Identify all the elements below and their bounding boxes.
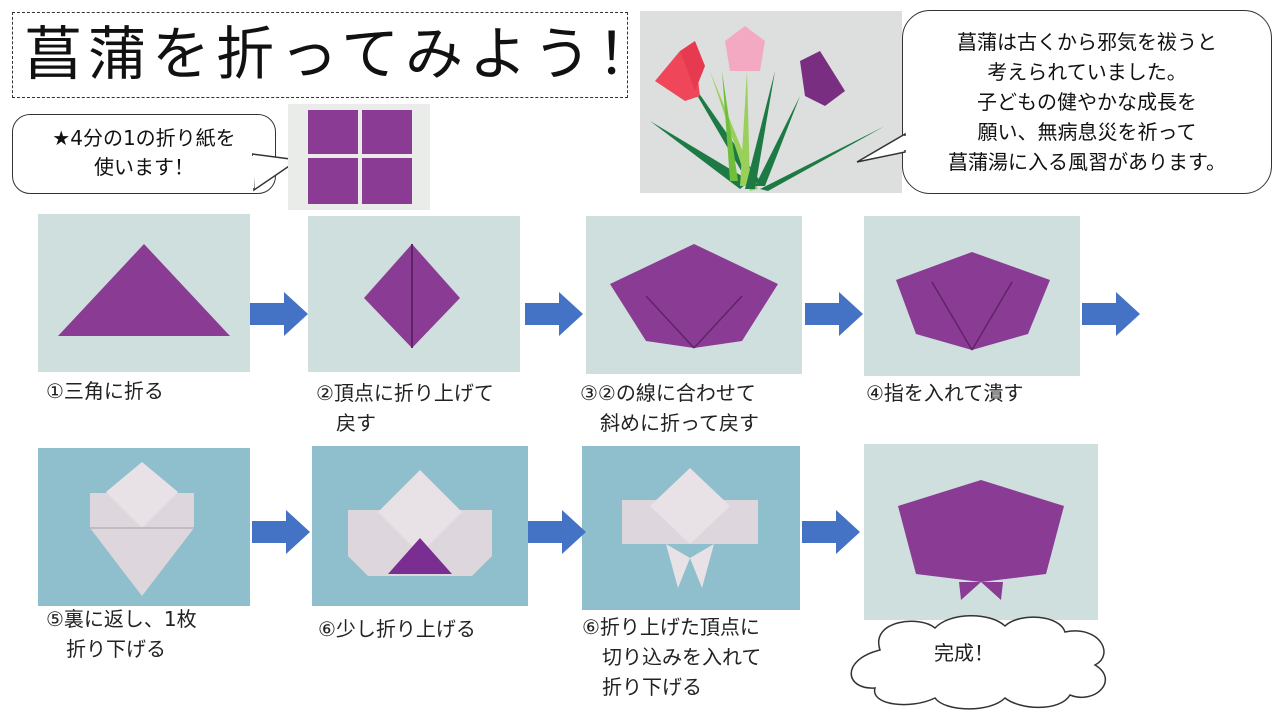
step-7-label: ⑥折り上げた頂点に 切り込みを入れて 折り下げる [582,615,762,699]
arrow-right-icon [525,292,583,336]
step-2-photo [308,216,520,372]
folded-shape [90,493,194,596]
step-4-photo [864,216,1080,376]
paper-square [362,110,412,154]
paper-square [308,158,358,204]
paper-square [308,110,358,154]
step-1-label: ①三角に折る [46,379,164,403]
explanation-line: 子どもの健やかな成長を [977,90,1197,114]
arrow-right-icon [528,510,586,554]
finished-iris-photo [640,11,902,193]
step-2-label: ②頂点に折り上げて 戻す [316,381,494,435]
folded-shape [610,244,778,348]
arrow-right-icon [252,510,310,554]
step-5-label: ⑤裏に返し、1枚 折り下げる [46,607,197,661]
completed-iris [898,480,1064,582]
arrow-right-icon [805,292,863,336]
intro-bubble-tail [252,153,301,192]
step-5-photo [38,448,250,606]
intro-speech-bubble: ★4分の1の折り紙を 使います！ [12,114,276,194]
paper-square [362,158,412,204]
step-3-photo [586,216,802,374]
explanation-line: 考えられていました。 [987,60,1187,84]
explanation-line: 菖蒲湯に入る風習があります。 [948,150,1226,174]
folded-shape [896,252,1050,350]
explanation-speech-bubble: 菖蒲は古くから邪気を祓うと 考えられていました。 子どもの健やかな成長を 願い、… [902,10,1272,194]
step-6-label: ⑥少し折り上げる [318,617,476,641]
step-3-label: ③②の線に合わせて 斜めに折って戻す [580,381,759,435]
intro-line: ★4分の1の折り紙を [52,126,236,150]
title-box [12,12,628,98]
completed-photo [864,444,1098,620]
arrow-right-icon [802,510,860,554]
explanation-line: 菖蒲は古くから邪気を祓うと [957,30,1217,54]
arrow-right-icon [1082,292,1140,336]
explanation-line: 願い、無病息災を祈って [977,120,1197,144]
four-papers-photo [288,104,430,210]
folded-triangle [58,244,230,336]
explanation-bubble-tail [856,132,907,163]
arrow-right-icon [250,292,308,336]
completion-cloud [850,615,1107,710]
completion-label: 完成！ [934,641,994,665]
step-6-photo [312,446,528,606]
step-4-label: ④指を入れて潰す [866,381,1024,405]
page-title: 菖蒲を折ってみよう！ [24,20,662,88]
step-1-photo [38,214,250,372]
intro-line: 使います！ [94,155,194,179]
step-7-photo [582,446,800,610]
